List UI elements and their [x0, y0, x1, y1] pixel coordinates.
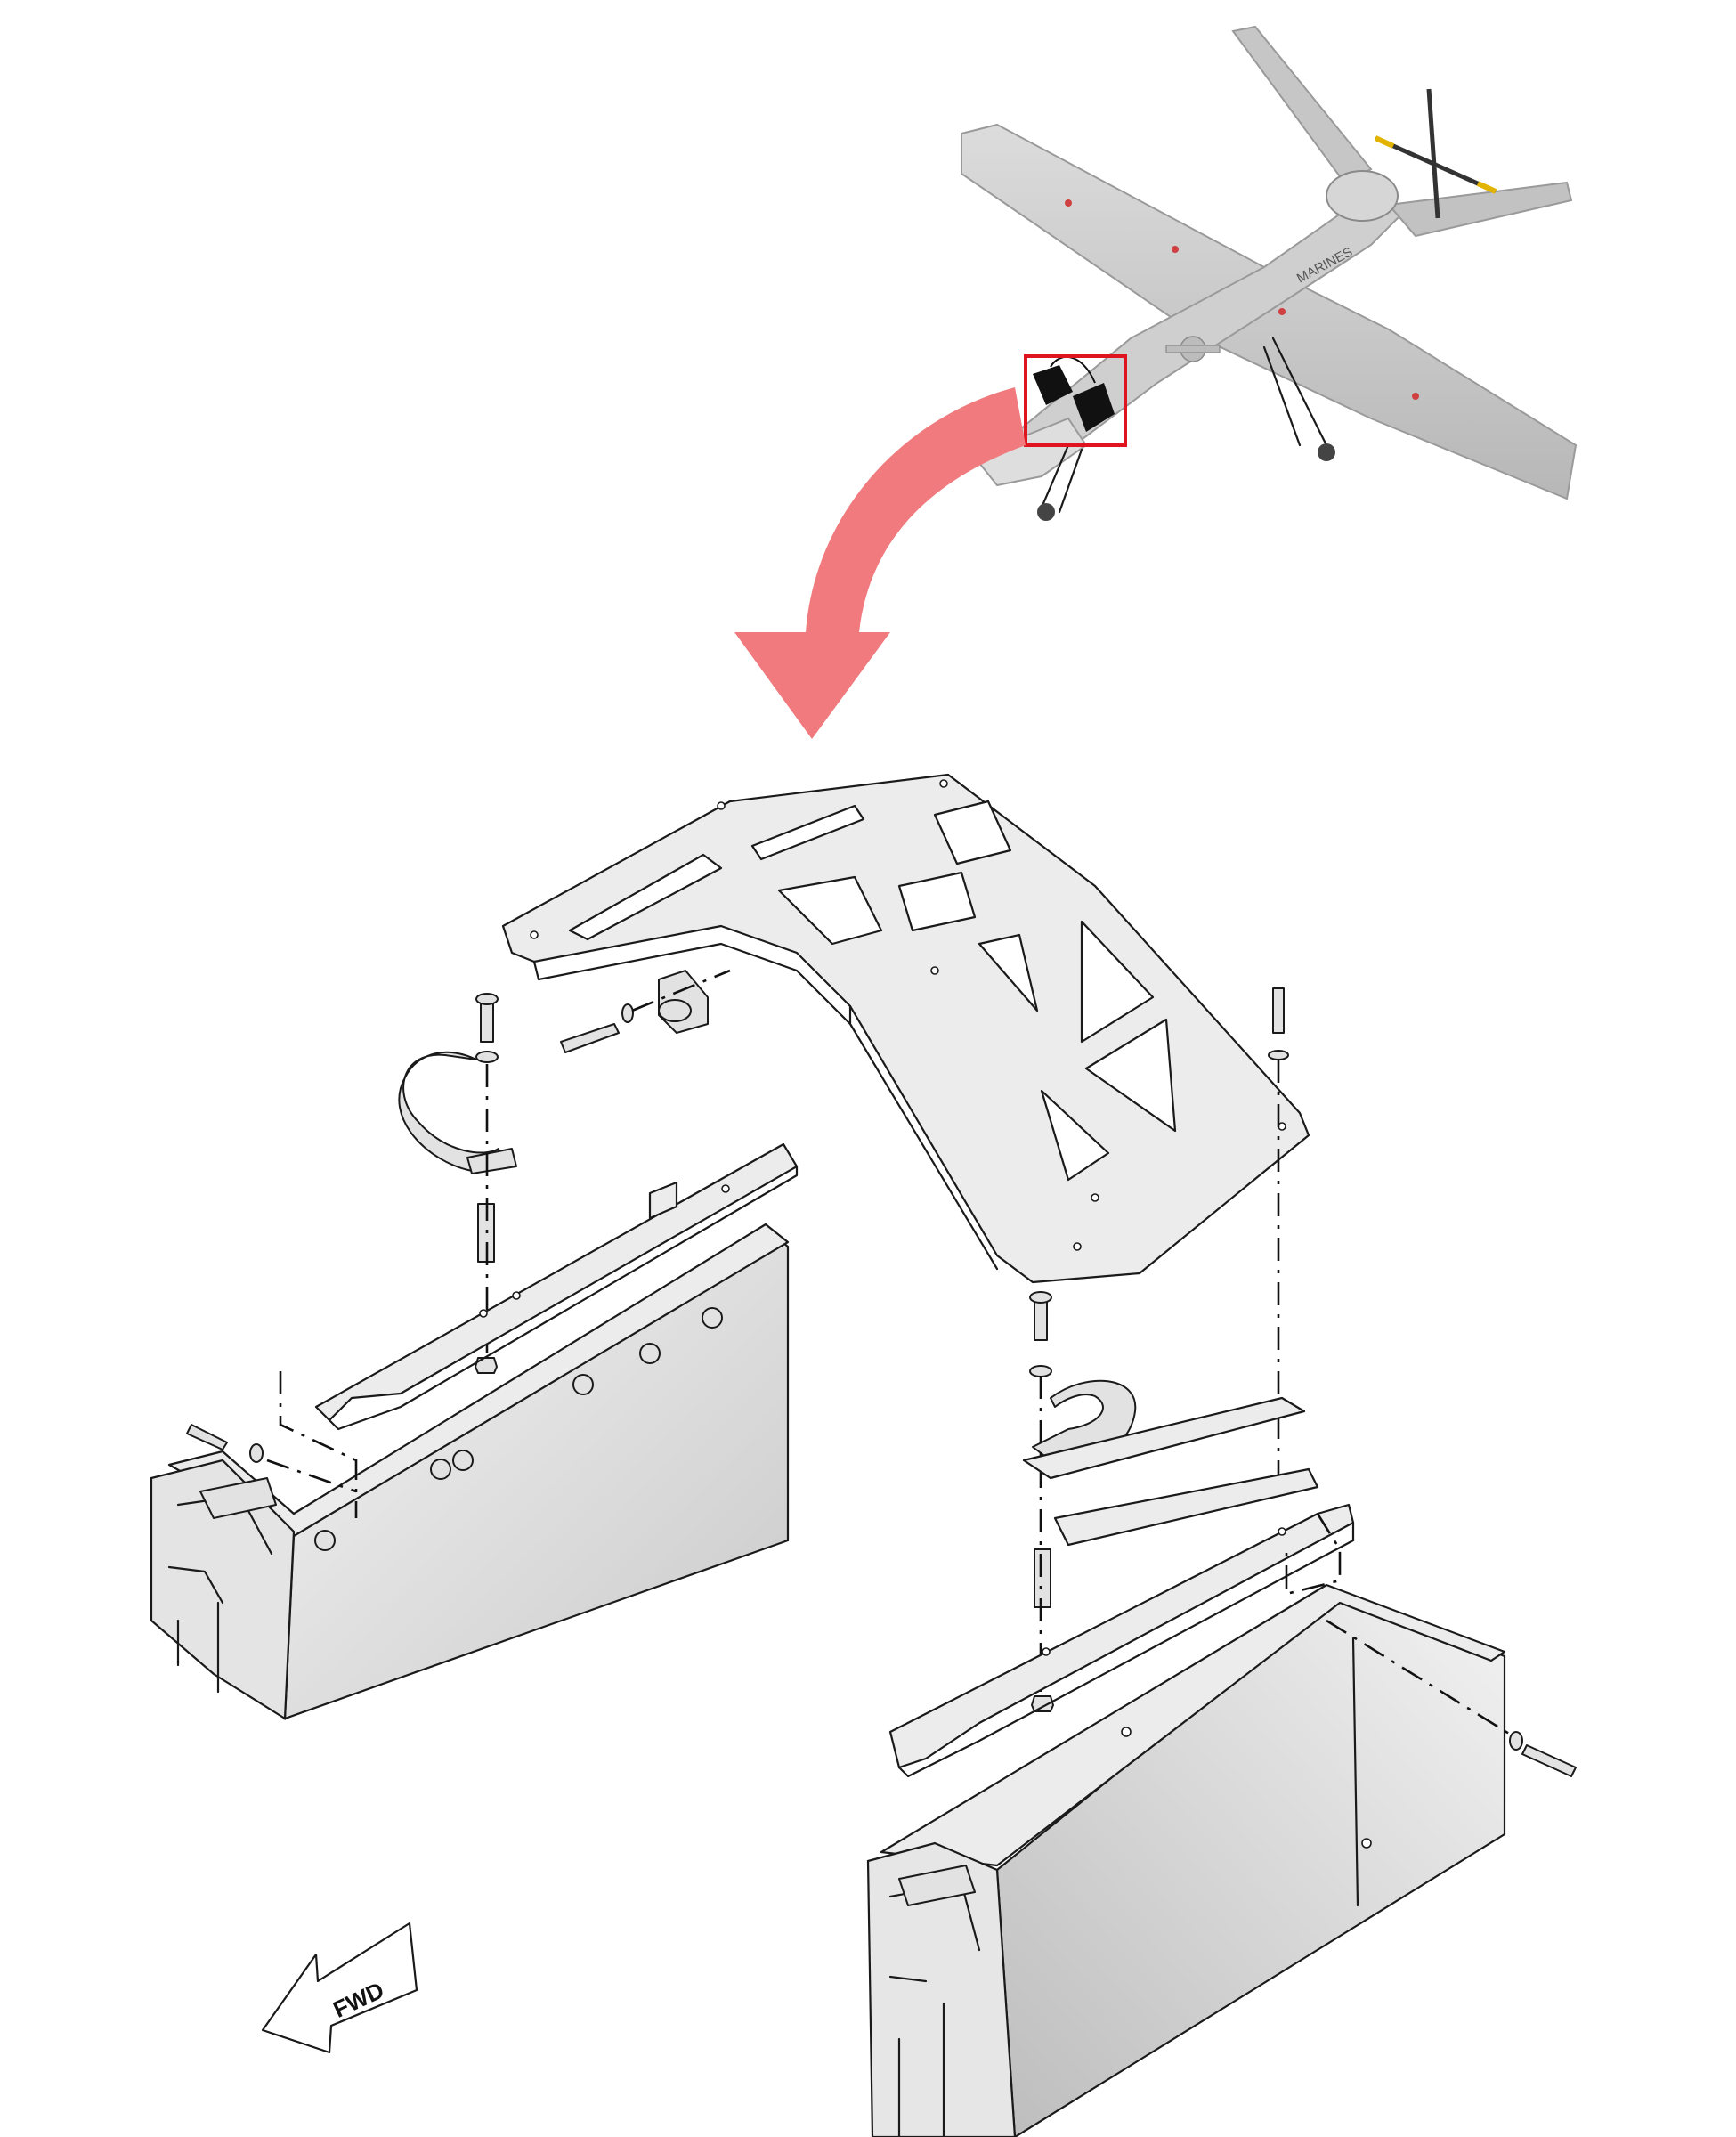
tray-cutout-8: [1084, 1018, 1177, 1133]
aircraft-wheel-front: [1037, 503, 1055, 521]
forward-direction-indicator: FWD: [261, 1922, 418, 2054]
centerline-right-box: [1285, 1513, 1342, 1596]
centerline-left-end: [266, 1459, 357, 1493]
left-rail-hole: [479, 1309, 488, 1318]
arrow-shaft: [806, 387, 1026, 632]
right-hex-nut: [1031, 1695, 1054, 1712]
right-rail-edge: [897, 1521, 1355, 1778]
aircraft-landing-gear: [1040, 337, 1328, 514]
wing-marker: [1065, 199, 1072, 207]
right-box-front-face: [866, 1841, 1017, 2137]
tray-hole-6: [930, 966, 939, 975]
far-right-screw: [1272, 987, 1285, 1034]
tray-hole-5: [1073, 1242, 1082, 1251]
right-box-seam: [1351, 1637, 1359, 1907]
mounting-tray-plate: [501, 773, 1310, 1284]
tray-cutout-5: [897, 871, 977, 932]
right-rail-hole: [1042, 1647, 1051, 1656]
tray-cutout-1: [568, 853, 723, 941]
left-end-bolt: [186, 1424, 228, 1450]
right-washer: [1029, 1365, 1052, 1377]
tray-hole-7: [1091, 1193, 1099, 1202]
tray-cutout-9: [1040, 1089, 1110, 1182]
left-rail-hole-3: [721, 1184, 730, 1193]
aircraft-tail-upper: [1231, 25, 1373, 184]
aircraft-propeller-tip-2: [1476, 181, 1497, 194]
tray-bend: [532, 942, 999, 1271]
tray-cutout-2: [750, 804, 865, 861]
right-box-side-face: [995, 1592, 1506, 2137]
tray-cutout-7: [1080, 920, 1155, 1044]
left-rail-edge: [328, 1165, 799, 1431]
tray-hole-3: [939, 779, 948, 788]
right-rail-body: [888, 1503, 1355, 1769]
tray-cutout-3: [777, 875, 883, 946]
aircraft-illustration: MARINES: [961, 25, 1578, 521]
left-hardware-stack: [398, 993, 517, 1374]
wing-marker-4: [1412, 393, 1419, 400]
right-rail-hole-2: [1278, 1527, 1286, 1536]
aircraft-tail-lower: [1387, 181, 1573, 238]
right-spacer-bar: [1053, 1467, 1319, 1547]
tray-hole-2: [717, 801, 726, 810]
left-hex-nut: [475, 1357, 498, 1374]
left-screw-head: [475, 993, 499, 1005]
left-end-washer: [249, 1443, 264, 1463]
wing-marker-2: [1172, 246, 1179, 253]
aircraft-wheel: [1318, 443, 1335, 461]
wing-marker-3: [1278, 308, 1286, 315]
left-mounting-rail: [314, 1142, 799, 1431]
left-box-rear-tab: [648, 1181, 678, 1220]
centerline-clamp: [631, 969, 731, 1012]
aircraft-engine: [1326, 170, 1399, 222]
centerline-left-box: [279, 1371, 358, 1518]
left-box-nut-2: [452, 1450, 474, 1471]
clamp-ring: [658, 999, 692, 1022]
left-box-handle: [199, 1477, 277, 1519]
right-box-hole-2: [1361, 1838, 1372, 1849]
right-shim-plate: [1022, 1396, 1306, 1480]
curved-arrow-to-detail: [734, 387, 1026, 739]
right-box-hole: [1121, 1727, 1132, 1737]
aircraft-insignia: [1165, 336, 1221, 362]
left-rail-hole-2: [512, 1291, 521, 1300]
right-mounting-rail: [888, 1396, 1355, 1778]
right-box-handle: [898, 1865, 976, 1906]
attach-washer: [621, 1003, 634, 1023]
left-box-nut-3: [572, 1374, 594, 1395]
equipment-location-callout-box: [1024, 354, 1127, 447]
tray-hole: [530, 930, 539, 939]
far-right-washer: [1268, 1050, 1289, 1060]
fwd-arrow-shape: [261, 1922, 418, 2054]
left-washer: [475, 1051, 499, 1063]
attach-bolt-horizontal: [560, 1023, 620, 1053]
left-box-nut-4: [639, 1343, 661, 1364]
right-end-bolt: [1521, 1744, 1577, 1777]
left-equipment-box: [150, 1181, 790, 1720]
arrow-head: [734, 632, 890, 739]
top-clamp-assembly: [560, 969, 731, 1053]
tray-left-flange: [501, 773, 1310, 1284]
aircraft-propeller-blade: [1426, 88, 1440, 219]
right-screw-head: [1029, 1291, 1052, 1304]
installed-equipment-boxes: [1033, 355, 1115, 432]
left-box-front-face: [150, 1459, 296, 1720]
right-equipment-box: [866, 1583, 1577, 2137]
left-box-nut-5: [702, 1307, 723, 1329]
tray-cutout-4: [933, 800, 1012, 865]
centerline-right-end: [1326, 1619, 1514, 1738]
right-box-top: [880, 1583, 1506, 1867]
tray-cutout-6: [978, 933, 1039, 1012]
right-end-washer: [1509, 1731, 1523, 1751]
left-box-nut: [430, 1459, 451, 1480]
aircraft-propeller-blade-2: [1374, 135, 1497, 194]
right-standoff: [1034, 1548, 1051, 1608]
left-box-nut-6: [314, 1530, 336, 1551]
left-loop-clamp-foot: [466, 1148, 517, 1174]
aircraft-propeller-tip: [1374, 135, 1395, 149]
